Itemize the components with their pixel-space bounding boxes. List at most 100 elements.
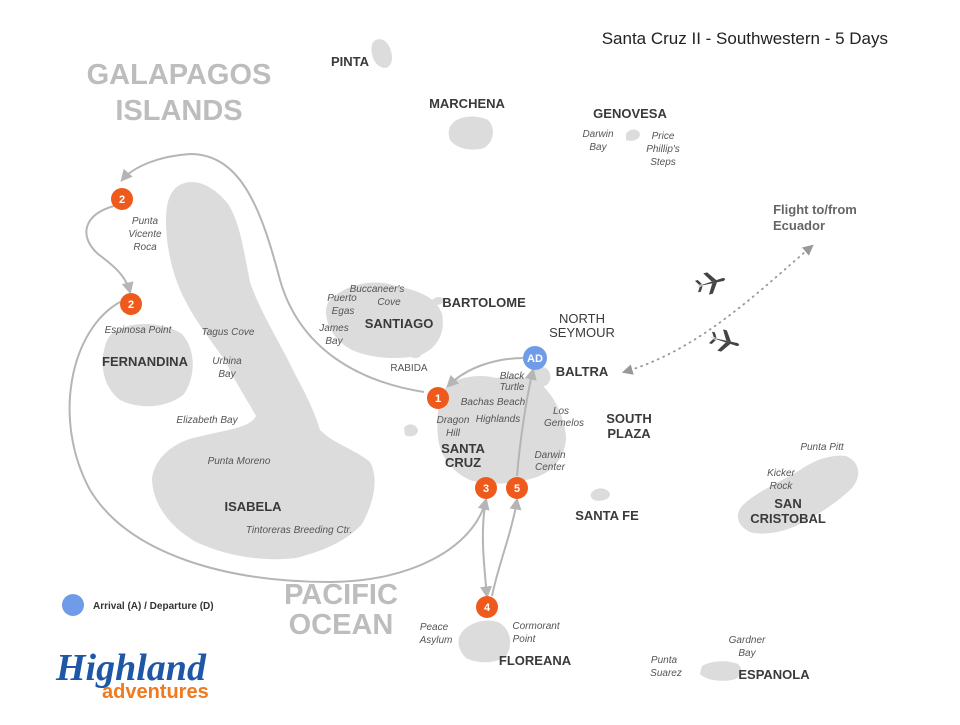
- island-san-cristobal: [737, 455, 859, 534]
- route-layer: [68, 152, 814, 599]
- svg-text:1: 1: [435, 393, 441, 405]
- site-pvr-3: Roca: [133, 242, 157, 253]
- site-tagus: Tagus Cove: [202, 327, 255, 338]
- route-day2-to-day2b: [85, 205, 134, 295]
- legend-label: Arrival (A) / Departure (D): [93, 601, 214, 612]
- airplane-icon: [708, 329, 740, 352]
- marker-day-4: 4: [476, 596, 498, 618]
- site-espinosa: Espinosa Point: [105, 325, 173, 336]
- flight-label-line2: Ecuador: [773, 218, 825, 233]
- ocean-label-line2: OCEAN: [289, 609, 394, 641]
- island-floreana: [458, 620, 511, 663]
- marker-arrival-departure: AD: [523, 346, 547, 370]
- island-rabida: [410, 349, 422, 359]
- island-marchena: [448, 116, 493, 150]
- label-santiago: SANTIAGO: [365, 316, 434, 331]
- marker-day-5: 5: [506, 477, 528, 499]
- label-south-plaza-2: PLAZA: [607, 426, 651, 441]
- island-genovesa: [626, 129, 640, 141]
- site-price-1: Price: [652, 131, 675, 142]
- svg-text:3: 3: [483, 483, 489, 495]
- flight-route: [621, 244, 814, 375]
- island-santa-fe: [590, 488, 610, 501]
- site-elizabeth: Elizabeth Bay: [176, 415, 238, 426]
- label-baltra: BALTRA: [556, 364, 609, 379]
- route-day5-to-ad: [516, 367, 537, 477]
- island-santa-cruz: [437, 376, 566, 484]
- site-kicker-rock-2: Rock: [770, 481, 794, 492]
- site-darwin-bay-1: Darwin: [582, 129, 614, 140]
- legend: Arrival (A) / Departure (D): [62, 594, 214, 616]
- label-bartolome: BARTOLOME: [442, 295, 526, 310]
- site-price-2: Phillip's: [646, 144, 680, 155]
- airplane-icon: [694, 272, 726, 295]
- route-day4-to-day5: [491, 497, 522, 597]
- island-espanola: [700, 661, 742, 681]
- site-puerto-egas-2: Egas: [332, 306, 355, 317]
- label-fernandina: FERNANDINA: [102, 354, 189, 369]
- site-gardner-1: Gardner: [729, 635, 766, 646]
- site-pvr-1: Punta: [132, 216, 159, 227]
- svg-text:2: 2: [128, 299, 134, 311]
- island-isabela: [152, 182, 375, 560]
- label-isabela: ISABELA: [224, 499, 282, 514]
- svg-text:AD: AD: [527, 353, 543, 365]
- island-santiago: [326, 282, 443, 358]
- site-urbina-2: Bay: [218, 369, 236, 380]
- label-north-seymour-2: SEYMOUR: [549, 325, 615, 340]
- island-pinta: [371, 39, 392, 68]
- label-south-plaza-1: SOUTH: [606, 411, 652, 426]
- site-black-turtle-2: Turtle: [500, 382, 525, 393]
- ocean-label-line1: PACIFIC: [284, 579, 398, 611]
- label-santa-fe: SANTA FE: [575, 508, 639, 523]
- site-buccaneer-1: Buccaneer's: [350, 284, 405, 295]
- site-james-bay-1: James: [318, 323, 348, 334]
- page-title: Santa Cruz II - Southwestern - 5 Days: [602, 29, 888, 48]
- site-bachas: Bachas Beach: [461, 397, 526, 408]
- site-puerto-egas-1: Puerto: [327, 293, 357, 304]
- label-north-seymour-1: NORTH: [559, 311, 605, 326]
- svg-text:4: 4: [484, 602, 491, 614]
- label-pinta: PINTA: [331, 54, 370, 69]
- marker-day-3: 3: [475, 477, 497, 499]
- islands-layer: [102, 39, 859, 681]
- legend-arrival-dot: [62, 594, 84, 616]
- site-kicker-rock-1: Kicker: [767, 468, 795, 479]
- route-day3-to-day4: [480, 499, 493, 599]
- site-black-turtle-1: Black: [500, 371, 525, 382]
- site-urbina-1: Urbina: [212, 356, 242, 367]
- site-gardner-2: Bay: [738, 648, 756, 659]
- island-fernandina: [102, 323, 193, 407]
- marker-day-2-north: 2: [111, 188, 133, 210]
- label-santa-cruz-1: SANTA: [441, 441, 485, 456]
- route-day1-to-day2: [120, 152, 425, 393]
- site-punta-moreno: Punta Moreno: [208, 456, 271, 467]
- logo: Highland adventures: [55, 647, 209, 703]
- site-darwin-center-1: Darwin: [534, 450, 566, 461]
- route-day2b-to-day3: [68, 301, 490, 584]
- flight-label-line1: Flight to/from: [773, 202, 857, 217]
- site-cormorant-2: Point: [513, 634, 537, 645]
- site-punta-pitt: Punta Pitt: [800, 442, 845, 453]
- label-espanola: ESPANOLA: [738, 667, 810, 682]
- label-san-cristobal-2: CRISTOBAL: [750, 511, 826, 526]
- label-marchena: MARCHENA: [429, 96, 505, 111]
- svg-text:2: 2: [119, 194, 125, 206]
- site-los-gemelos-2: Gemelos: [544, 418, 584, 429]
- site-highlands: Highlands: [476, 414, 520, 425]
- site-punta-suarez-1: Punta: [651, 655, 678, 666]
- site-los-gemelos-1: Los: [553, 406, 569, 417]
- site-james-bay-2: Bay: [325, 336, 343, 347]
- site-tintoreras: Tintoreras Breeding Ctr.: [246, 525, 352, 536]
- island-islet: [404, 424, 418, 437]
- svg-text:5: 5: [514, 483, 520, 495]
- site-cormorant-1: Cormorant: [512, 621, 560, 632]
- site-punta-suarez-2: Suarez: [650, 668, 682, 679]
- marker-day-2-south: 2: [120, 293, 142, 315]
- island-bartolome: [432, 297, 444, 305]
- site-pvr-2: Vicente: [128, 229, 162, 240]
- site-peace-asylum-1: Peace: [420, 622, 449, 633]
- site-darwin-bay-2: Bay: [589, 142, 607, 153]
- site-darwin-center-2: Center: [535, 462, 566, 473]
- label-floreana: FLOREANA: [499, 653, 572, 668]
